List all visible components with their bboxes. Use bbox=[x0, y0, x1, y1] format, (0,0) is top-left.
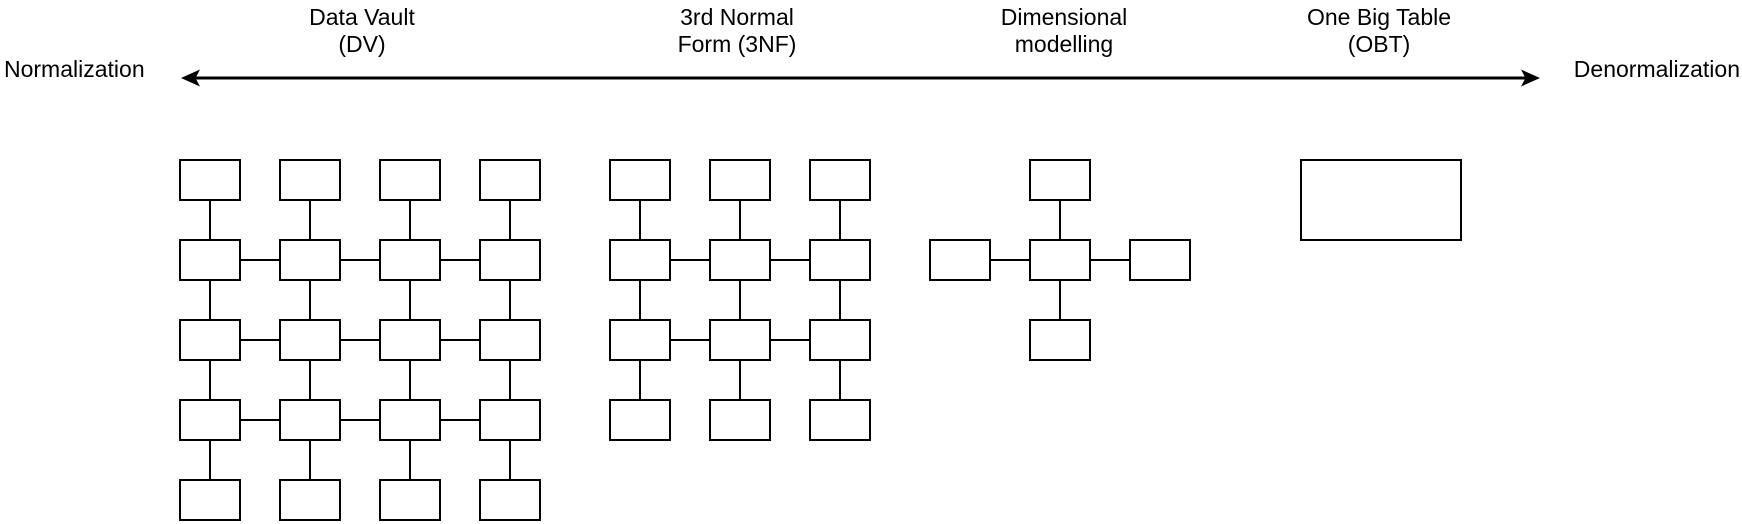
data-vault-table-box bbox=[379, 159, 441, 201]
data-vault-table-box bbox=[479, 399, 541, 441]
method-label-data-vault-line2: (DV) bbox=[338, 31, 386, 57]
method-label-data-vault-line1: Data Vault bbox=[309, 4, 415, 30]
data-vault-table-box bbox=[379, 399, 441, 441]
data-vault-table-box bbox=[279, 399, 341, 441]
method-label-third-normal-form-line2: Form (3NF) bbox=[677, 31, 797, 57]
data-vault-table-box bbox=[479, 479, 541, 521]
data-vault-table-box bbox=[379, 239, 441, 281]
data-vault-table-box bbox=[279, 319, 341, 361]
data-vault-table-box bbox=[279, 479, 341, 521]
data-vault-table-box bbox=[179, 399, 241, 441]
method-label-dimensional-modelling-line1: Dimensional bbox=[1000, 4, 1128, 30]
third-normal-form-table-box bbox=[609, 159, 671, 201]
third-normal-form-table-box bbox=[809, 239, 871, 281]
method-label-one-big-table-line1: One Big Table bbox=[1306, 4, 1452, 30]
dimensional-modelling-dimension-table-box bbox=[1029, 319, 1091, 361]
third-normal-form-table-box bbox=[609, 239, 671, 281]
normalization-label: Normalization bbox=[4, 56, 145, 82]
data-vault-table-box bbox=[179, 319, 241, 361]
data-vault-table-box bbox=[179, 239, 241, 281]
data-vault-table-box bbox=[179, 159, 241, 201]
arrow-head-left-icon bbox=[181, 69, 200, 87]
third-normal-form-table-box bbox=[809, 159, 871, 201]
denormalization-label: Denormalization bbox=[1573, 56, 1740, 82]
third-normal-form-table-box bbox=[709, 319, 771, 361]
data-vault-table-box bbox=[379, 479, 441, 521]
data-vault-table-box bbox=[479, 239, 541, 281]
arrow-head-right-icon bbox=[1521, 69, 1540, 87]
method-label-third-normal-form-line1: 3rd Normal bbox=[680, 4, 794, 30]
data-vault-table-box bbox=[479, 159, 541, 201]
method-label-one-big-table: One Big Table(OBT) bbox=[1307, 4, 1451, 58]
data-vault-table-box bbox=[279, 239, 341, 281]
third-normal-form-table-box bbox=[609, 399, 671, 441]
dimensional-modelling-dimension-table-box bbox=[929, 239, 991, 281]
data-vault-table-box bbox=[479, 319, 541, 361]
data-vault-table-box bbox=[179, 479, 241, 521]
dimensional-modelling-fact-table-box bbox=[1029, 239, 1091, 281]
dimensional-modelling-dimension-table-box bbox=[1129, 239, 1191, 281]
third-normal-form-table-box bbox=[809, 319, 871, 361]
data-vault-table-box bbox=[379, 319, 441, 361]
method-label-one-big-table-line2: (OBT) bbox=[1347, 31, 1411, 57]
data-vault-table-box bbox=[279, 159, 341, 201]
method-label-dimensional-modelling-line2: modelling bbox=[1014, 31, 1114, 57]
third-normal-form-table-box bbox=[809, 399, 871, 441]
third-normal-form-table-box bbox=[709, 239, 771, 281]
method-label-data-vault: Data Vault(DV) bbox=[309, 4, 415, 58]
third-normal-form-table-box bbox=[709, 159, 771, 201]
one-big-table-table-box bbox=[1300, 159, 1462, 241]
dimensional-modelling-dimension-table-box bbox=[1029, 159, 1091, 201]
third-normal-form-table-box bbox=[609, 319, 671, 361]
third-normal-form-table-box bbox=[709, 399, 771, 441]
